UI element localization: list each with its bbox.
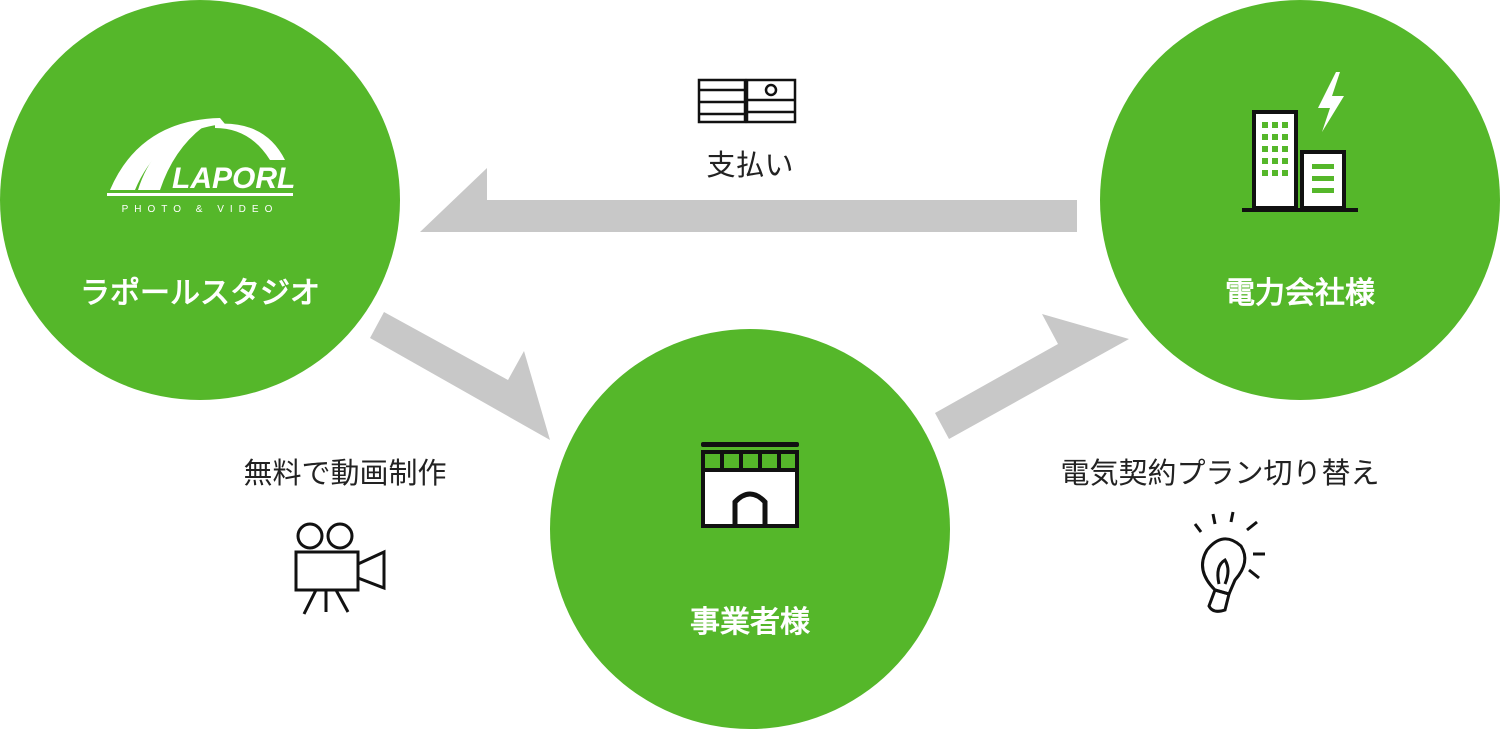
business-label: 事業者様 (690, 605, 810, 640)
payment-arrow (420, 168, 1077, 232)
money-icon (697, 78, 797, 124)
video-camera-icon (294, 522, 386, 615)
studio-label: ラポールスタジオ (80, 276, 320, 311)
video-production-label: 無料で動画制作 (243, 456, 447, 490)
switch-arrow (935, 314, 1129, 439)
laporl-logo: LAPORL PHOTO & VIDEO (107, 118, 295, 215)
video-arrow (370, 312, 550, 440)
studio-node (0, 0, 400, 400)
svg-text:LAPORL: LAPORL (172, 162, 295, 195)
switch-plan-label: 電気契約プラン切り替え (1060, 456, 1380, 490)
svg-text:PHOTO & VIDEO: PHOTO & VIDEO (122, 204, 279, 215)
shop-icon (701, 442, 799, 528)
light-bulb-icon (1193, 511, 1265, 613)
business-node (550, 329, 950, 729)
payment-label: 支払い (706, 148, 794, 182)
power-company-label: 電力会社様 (1225, 276, 1375, 311)
power-building-icon (1242, 72, 1358, 212)
